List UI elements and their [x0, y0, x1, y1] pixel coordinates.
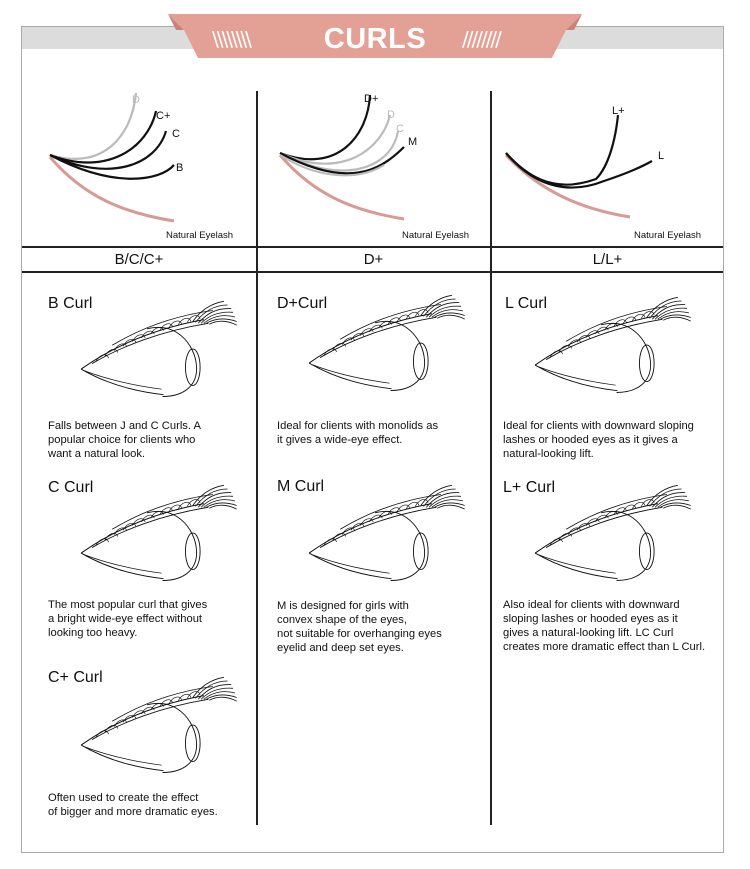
curl-description-d-plus: Ideal for clients with monolids as it gi…: [277, 420, 439, 446]
label-d-plus: D+: [364, 93, 378, 105]
column-header-dplus: D+: [363, 251, 384, 268]
eye-with-lashes-icon: [80, 676, 238, 774]
natural-eyelash-label: Natural Eyelash: [402, 230, 470, 241]
curl-description-m: M is designed for girls with convex shap…: [277, 600, 442, 654]
curl-title-l: L Curl: [505, 295, 548, 312]
natural-eyelash-line: [278, 154, 405, 221]
curl-diagram-bcc: D C+ C B: [48, 92, 183, 223]
curl-title-d-plus: D+Curl: [277, 295, 328, 312]
label-c: C: [396, 123, 404, 135]
curl-description-c-plus: Often used to create the effect of bigge…: [48, 792, 218, 818]
natural-eyelash-line: [48, 156, 175, 223]
label-d: D: [132, 94, 140, 106]
curl-title-c-plus: C+ Curl: [48, 669, 103, 686]
column-header-bcc: B/C/C+: [114, 251, 164, 268]
eye-with-lashes-icon: [534, 296, 692, 394]
label-d: D: [387, 109, 395, 121]
natural-eyelash-label: Natural Eyelash: [634, 230, 702, 241]
curl-diagram-dplus: D+ D C M: [278, 93, 417, 221]
curl-diagram-l: L+ L: [504, 105, 664, 219]
eye-with-lashes-icon: [308, 294, 466, 392]
curl-description-l-plus: Also ideal for clients with downward slo…: [503, 599, 706, 653]
column-header-l: L/L+: [592, 251, 623, 268]
natural-eyelash-label: Natural Eyelash: [166, 230, 234, 241]
curl-title-l-plus: L+ Curl: [503, 479, 556, 496]
header-top-rule: [22, 246, 723, 248]
label-c: C: [172, 128, 180, 140]
banner-ribbon: [168, 14, 582, 58]
curl-description-l: Ideal for clients with downward sloping …: [503, 420, 694, 460]
eye-with-lashes-icon: [80, 300, 238, 398]
header-bottom-rule: [22, 271, 723, 273]
curl-title-b: B Curl: [48, 295, 93, 312]
eye-with-lashes-icon: [308, 484, 466, 582]
natural-eyelash-line: [504, 153, 631, 219]
label-l-plus: L+: [612, 105, 625, 117]
column-divider-2: [490, 91, 492, 825]
curl-description-c: The most popular curl that gives a brigh…: [48, 599, 208, 639]
banner-left-hatch: \\\\\\\\: [212, 27, 252, 51]
label-c-plus: C+: [156, 110, 170, 122]
label-m: M: [408, 136, 417, 148]
page-title: CURLS: [323, 23, 427, 55]
curl-description-b: Falls between J and C Curls. A popular c…: [48, 420, 201, 460]
eye-with-lashes-icon: [80, 484, 238, 582]
column-divider-1: [256, 91, 258, 825]
banner-right-hatch: ////////: [462, 27, 502, 51]
curl-title-m: M Curl: [277, 478, 325, 495]
eye-with-lashes-icon: [534, 484, 692, 582]
curl-title-c: C Curl: [48, 479, 94, 496]
label-b: B: [176, 162, 183, 174]
label-l: L: [658, 150, 664, 162]
